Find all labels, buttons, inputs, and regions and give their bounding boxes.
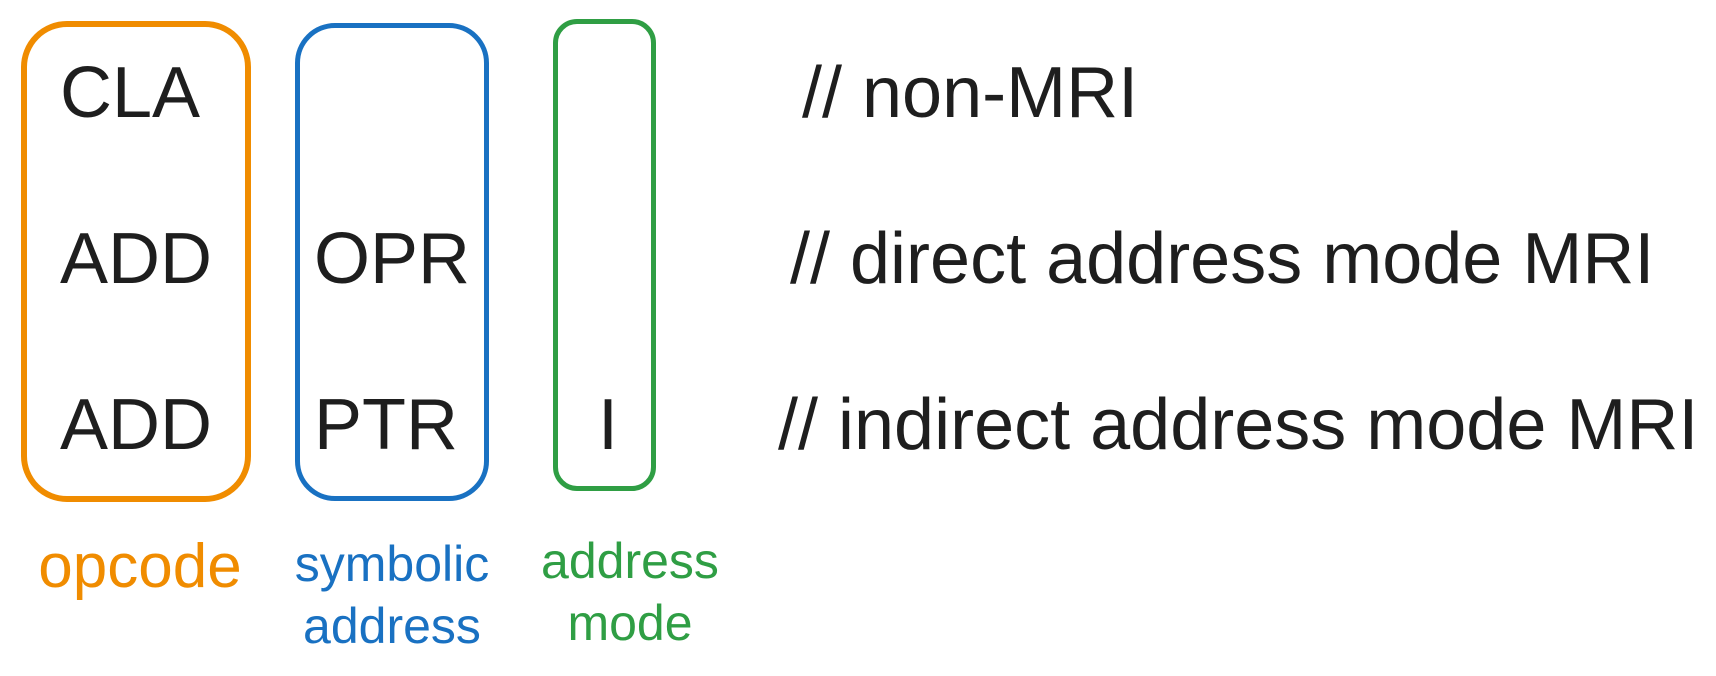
row3-address-mode: I [598,385,619,465]
opcode-caption: opcode [10,530,270,604]
opcode-field-box [21,21,251,502]
symbolic-address-caption: symbolic address [272,533,512,657]
address-mode-field-box [553,19,656,491]
row3-opcode: ADD [60,385,213,465]
symbolic-address-caption-line2: address [303,598,481,654]
row3-comment: // indirect address mode MRI [778,385,1699,465]
opcode-caption-text: opcode [38,532,242,601]
address-mode-caption-line2: mode [567,595,693,651]
row2-symbolic-address: OPR [314,219,471,299]
row2-comment: // direct address mode MRI [790,219,1655,299]
address-mode-caption-line1: address [541,533,719,589]
row1-comment: // non-MRI [802,53,1139,133]
row3-symbolic-address: PTR [314,385,458,465]
symbolic-address-caption-line1: symbolic [294,536,490,592]
symbolic-address-field-box [295,23,489,501]
row2-opcode: ADD [60,219,213,299]
row1-opcode: CLA [60,53,201,133]
address-mode-caption: address mode [520,530,740,654]
